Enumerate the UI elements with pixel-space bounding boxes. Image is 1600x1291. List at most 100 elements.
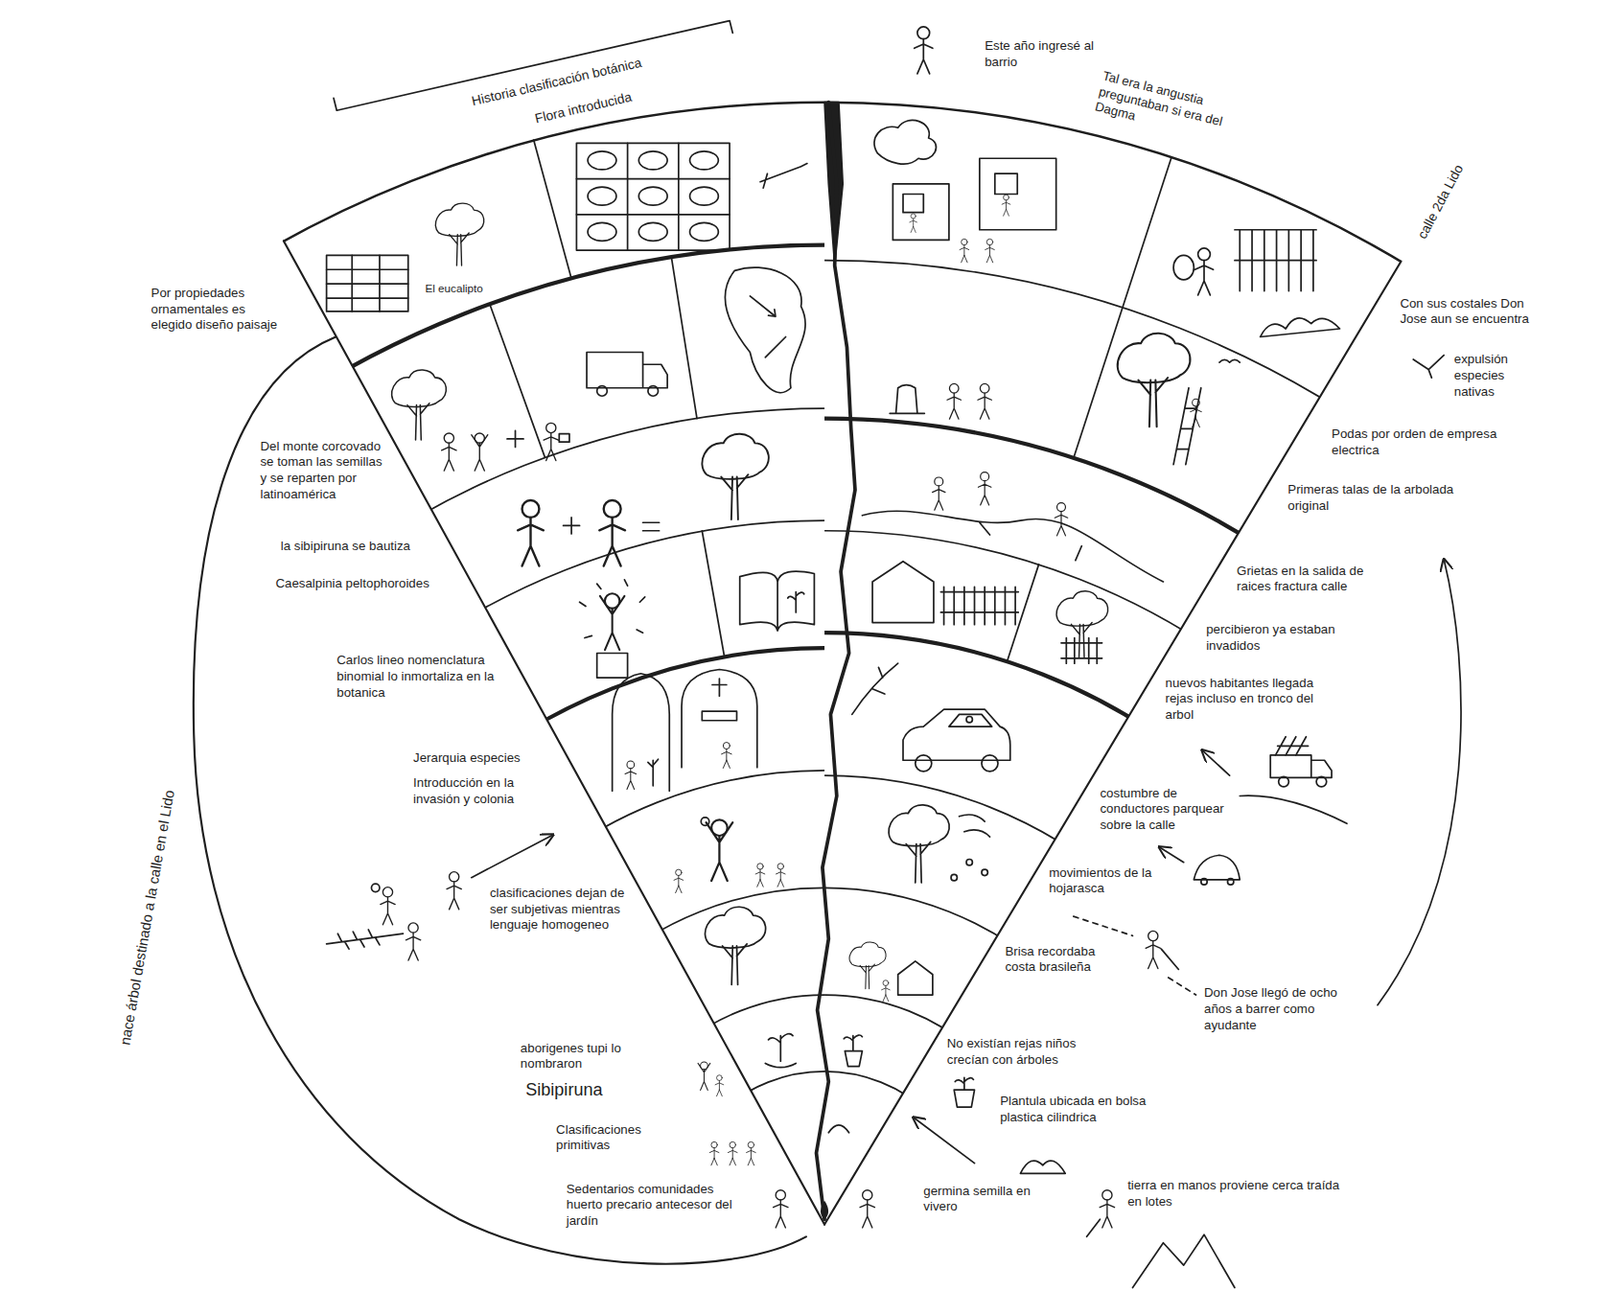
fan-frame	[824, 261, 1401, 1226]
label-box: Introducción en la invasión y colonia	[413, 775, 561, 808]
tree-sketch	[1061, 638, 1103, 665]
grid-sketch	[587, 151, 617, 170]
label-box: nuevos habitantes llegada rejas incluso …	[1165, 675, 1345, 724]
row-divider	[0, 260, 1600, 1291]
label-box: expulsión especies nativas	[1454, 351, 1538, 400]
building-sketch	[979, 158, 1057, 231]
arrow	[1377, 559, 1461, 1006]
building-sketch	[892, 184, 950, 241]
row-divider	[0, 245, 1600, 1291]
building-sketch	[892, 158, 1056, 263]
annotation-text: germina semilla en vivero	[923, 1183, 1056, 1216]
annotation-text: Jerarquia especies	[413, 750, 546, 767]
tree-sketch	[1056, 591, 1109, 664]
book-sketch	[740, 571, 815, 631]
annotation-text: Primeras talas de la arbolada original	[1287, 482, 1477, 514]
bird-sketch	[1413, 355, 1444, 378]
car-sketch	[1227, 879, 1233, 885]
branch-sketch	[852, 663, 899, 715]
panel-divider	[533, 139, 572, 279]
tree-sketch	[1117, 333, 1191, 427]
stick-figure	[775, 863, 786, 887]
fan-frame	[0, 102, 1600, 1291]
tree-sketch	[959, 814, 991, 837]
annotation-text: expulsión especies nativas	[1454, 351, 1538, 400]
stick-figure	[773, 1190, 789, 1229]
ladder-sketch	[1190, 398, 1202, 427]
stick-figure	[1087, 1219, 1101, 1237]
car-sketch	[915, 755, 932, 772]
ladder-sketch	[1173, 388, 1202, 465]
building-sketch	[995, 173, 1018, 194]
annotation-text: clasificaciones dejan de ser subjetivas …	[489, 885, 626, 934]
outer-curve	[193, 337, 807, 1265]
tree-sketch	[966, 858, 973, 865]
label-box: Este año ingresé al barrio	[984, 38, 1102, 70]
label-box: Clasificaciones primitivas	[556, 1122, 684, 1155]
label-box: Tal era la angustia preguntaban si era d…	[1092, 68, 1253, 152]
stick-figure	[914, 26, 933, 74]
label-box: tierra en manos proviene cerca traída en…	[1127, 1178, 1343, 1210]
label-box: aborigenes tupi lo nombraron	[520, 1041, 664, 1073]
stick-figure	[543, 422, 558, 461]
arch-sketch	[721, 742, 733, 769]
annotation-text: Sibipiruna	[525, 1079, 649, 1102]
stick-figure	[441, 422, 570, 471]
annotation-text: Brisa recordaba costa brasileña	[1004, 944, 1119, 976]
pot-sketch	[843, 1035, 862, 1067]
table-sketch	[326, 255, 409, 312]
stick-figure	[715, 1075, 724, 1097]
car-sketch	[1193, 855, 1240, 885]
arch-sketch	[612, 673, 671, 791]
stick-figure	[471, 433, 488, 471]
stick-figure	[977, 383, 992, 419]
seed-sketch	[821, 1125, 850, 1219]
map-sketch	[749, 296, 786, 358]
label-box: Por propiedades ornamentales es elegido …	[151, 285, 287, 334]
label-box: Primeras talas de la arbolada original	[1287, 482, 1477, 514]
car-sketch	[949, 714, 993, 727]
annotation-text: aborigenes tupi lo nombraron	[520, 1041, 664, 1073]
annotation-text: Por propiedades ornamentales es elegido …	[151, 285, 287, 334]
mountain-sketch	[1132, 1234, 1234, 1288]
plus-sign	[507, 430, 524, 447]
tree-sketch	[981, 869, 988, 876]
map-sketch	[724, 267, 806, 394]
statue-sketch	[597, 652, 628, 678]
stick-figure	[1173, 255, 1194, 280]
panel-divider	[701, 531, 724, 658]
pot-sketch	[953, 1077, 974, 1108]
equals-sign	[643, 522, 660, 532]
soil-mound	[1020, 1160, 1066, 1174]
arrow	[471, 834, 554, 879]
label-box: Podas por orden de empresa electrica	[1331, 426, 1501, 459]
grid-sketch	[690, 186, 719, 206]
house-sketch	[872, 561, 934, 624]
stick-figure	[1099, 1190, 1114, 1229]
plus-sign	[563, 517, 580, 534]
annotation-text: la sibipiruna se bautiza	[280, 538, 435, 556]
seed-sketch	[828, 1125, 849, 1134]
stick-figure	[709, 1141, 719, 1165]
truck-sketch	[1270, 755, 1332, 778]
truck-sketch	[586, 351, 668, 396]
stick-figure	[755, 863, 766, 887]
label-box: Grietas en la salida de raices fractura …	[1236, 563, 1391, 596]
tree-sketch	[888, 805, 990, 883]
table-sketch	[326, 255, 409, 312]
arrow	[913, 559, 1461, 1164]
arch-sketch	[701, 711, 737, 721]
label-box: calle 2da Lido	[1414, 162, 1467, 242]
outer-curve	[193, 337, 807, 1265]
stick-figure	[599, 500, 626, 567]
grid-sketch	[638, 222, 668, 241]
bracket-line	[333, 21, 733, 112]
annotation-text: movimientos de la hojarasca	[1048, 865, 1172, 898]
grid-sketch	[638, 186, 668, 206]
grid-sketch	[638, 151, 668, 170]
soil-mound	[1020, 1160, 1066, 1174]
root-crack	[977, 472, 991, 506]
dashed-line	[1073, 916, 1134, 936]
stick-figure	[1145, 930, 1160, 969]
tree-sketch	[392, 370, 447, 441]
